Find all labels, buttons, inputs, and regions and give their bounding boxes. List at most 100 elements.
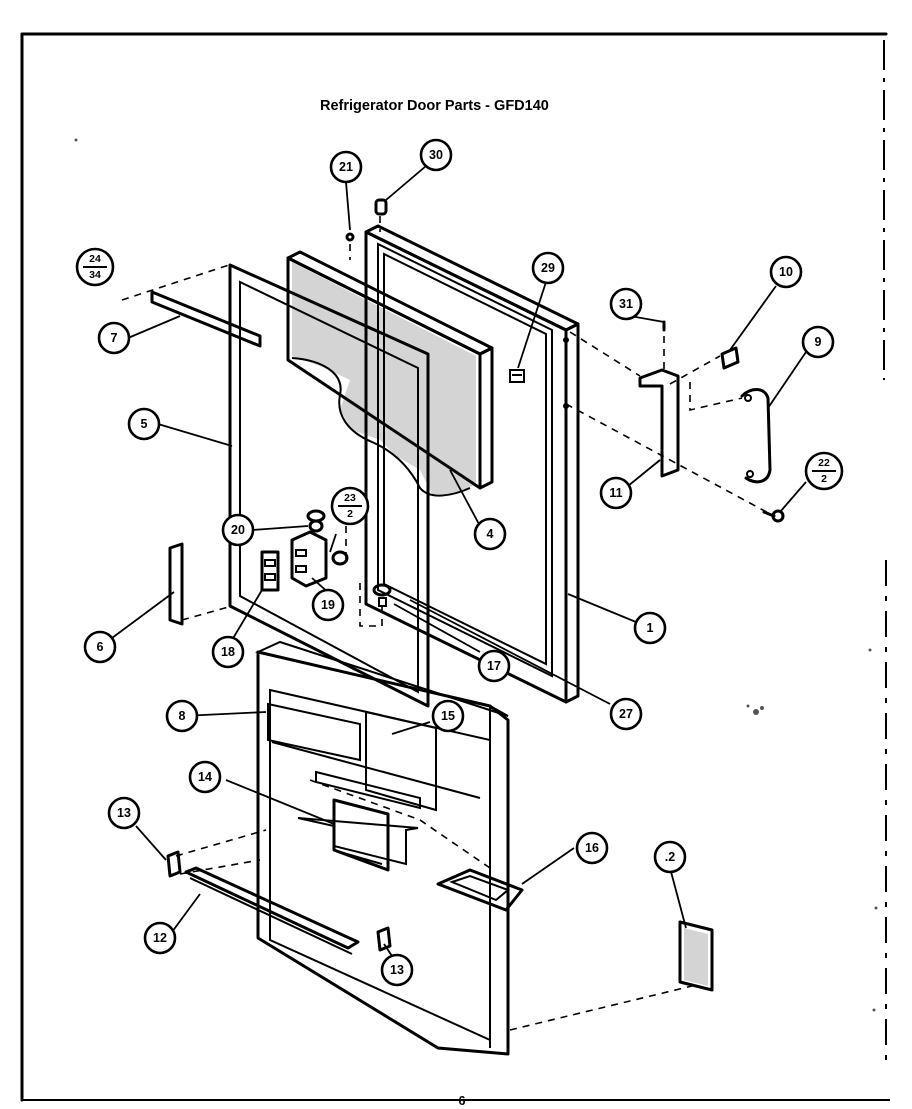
- callout-circle: [143, 921, 177, 955]
- callout-label: 10: [779, 265, 793, 279]
- callout-circle: [211, 635, 245, 669]
- handle-bracket: [638, 368, 680, 478]
- callout-label: 30: [429, 148, 443, 162]
- callout-c20: 20: [221, 513, 255, 547]
- top-small-parts: [345, 198, 388, 242]
- callout-c5: 5: [127, 407, 161, 441]
- callout-c15: 15: [431, 699, 465, 733]
- assembly-lines: [121, 216, 775, 1031]
- callout-c16: 16: [575, 831, 609, 865]
- callout-c31: 31: [609, 287, 643, 321]
- callout-leaders: [111, 165, 807, 963]
- inner-frame-lip: [383, 252, 547, 666]
- fraction-callout-f3: 222: [804, 451, 844, 491]
- door-gasket-frame: [228, 263, 430, 708]
- callout-label: 7: [111, 331, 118, 345]
- callout-circle: [419, 138, 453, 172]
- callout-circle: [801, 325, 835, 359]
- callout-label: 6: [97, 640, 104, 654]
- callout-circle: [531, 251, 565, 285]
- callout-layer: 1.24567891011121313141516171819202127293…: [83, 138, 835, 987]
- callout-circle: [221, 513, 255, 547]
- insulation-panel: [286, 250, 494, 497]
- callout-c2: .2: [653, 840, 687, 874]
- fraction-bottom: 34: [89, 269, 101, 281]
- callout-c8: 8: [165, 699, 199, 733]
- callout-circle: [477, 649, 511, 683]
- callout-circle: [599, 476, 633, 510]
- side-cover: [678, 920, 714, 992]
- callout-circle: [380, 953, 414, 987]
- fraction-top: 23: [344, 492, 356, 504]
- callout-c21: 21: [329, 150, 363, 184]
- fraction-bottom: 2: [347, 508, 353, 520]
- callout-c6: 6: [83, 630, 117, 664]
- callout-circle: [107, 796, 141, 830]
- callout-circle: [311, 588, 345, 622]
- callout-circle: [431, 699, 465, 733]
- callout-label: 31: [619, 297, 633, 311]
- callout-label: 13: [117, 806, 131, 820]
- callout-label: 9: [815, 335, 822, 349]
- callout-circle: [329, 150, 363, 184]
- callout-circle: [633, 611, 667, 645]
- callout-circle: [83, 630, 117, 664]
- callout-label: 8: [179, 709, 186, 723]
- drip-tray: [436, 868, 524, 912]
- callout-circle: [769, 255, 803, 289]
- side-trim-strip: [168, 542, 184, 626]
- callout-label: 29: [541, 261, 555, 275]
- callout-c1: 1: [633, 611, 667, 645]
- callout-label: 12: [153, 931, 167, 945]
- inner-door-panel: [254, 640, 510, 1056]
- callout-circle: [653, 840, 687, 874]
- callout-c9: 9: [801, 325, 835, 359]
- page-border: [20, 32, 890, 1102]
- callout-label: 20: [231, 523, 245, 537]
- hinge-bushings: [306, 509, 349, 566]
- door-handle: [740, 388, 772, 484]
- callout-circle: [575, 831, 609, 865]
- callout-circle: [127, 407, 161, 441]
- callout-c10: 10: [769, 255, 803, 289]
- fraction-callout-f2: 232: [330, 486, 370, 526]
- callout-c14: 14: [188, 760, 222, 794]
- outer-door-frame: [364, 224, 580, 704]
- callout-label: 15: [441, 709, 455, 723]
- callout-label: 14: [198, 770, 212, 784]
- callout-label: 16: [585, 841, 599, 855]
- hinge-plate: [260, 550, 280, 592]
- fraction-top: 24: [89, 253, 101, 265]
- callout-c27: 27: [609, 697, 643, 731]
- hinge-bracket: [290, 530, 328, 588]
- callout-circle: [165, 699, 199, 733]
- page-number: 6: [459, 1094, 466, 1108]
- callout-label: 19: [321, 598, 335, 612]
- callout-circle: [609, 697, 643, 731]
- callout-circle: [188, 760, 222, 794]
- fraction-top: 22: [818, 457, 830, 469]
- callout-label: 13: [390, 963, 404, 977]
- top-trim-strip: [150, 290, 262, 348]
- callout-c4: 4: [473, 517, 507, 551]
- callout-c17: 17: [477, 649, 511, 683]
- callout-c29: 29: [531, 251, 565, 285]
- callout-label: 5: [141, 417, 148, 431]
- callout-label: 4: [487, 527, 494, 541]
- callout-label: 27: [619, 707, 633, 721]
- callout-circle: [473, 517, 507, 551]
- callout-c13b: 13: [380, 953, 414, 987]
- callout-label: 17: [487, 659, 501, 673]
- callout-c12: 12: [143, 921, 177, 955]
- callout-label: 18: [221, 645, 235, 659]
- callout-c30: 30: [419, 138, 453, 172]
- diagram-title: Refrigerator Door Parts - GFD140: [320, 98, 549, 114]
- dispenser-plate: [297, 798, 419, 872]
- callout-label: 1: [647, 621, 654, 635]
- callout-c7: 7: [97, 321, 131, 355]
- callout-c13a: 13: [107, 796, 141, 830]
- callout-c19: 19: [311, 588, 345, 622]
- rail-clips: [166, 850, 392, 952]
